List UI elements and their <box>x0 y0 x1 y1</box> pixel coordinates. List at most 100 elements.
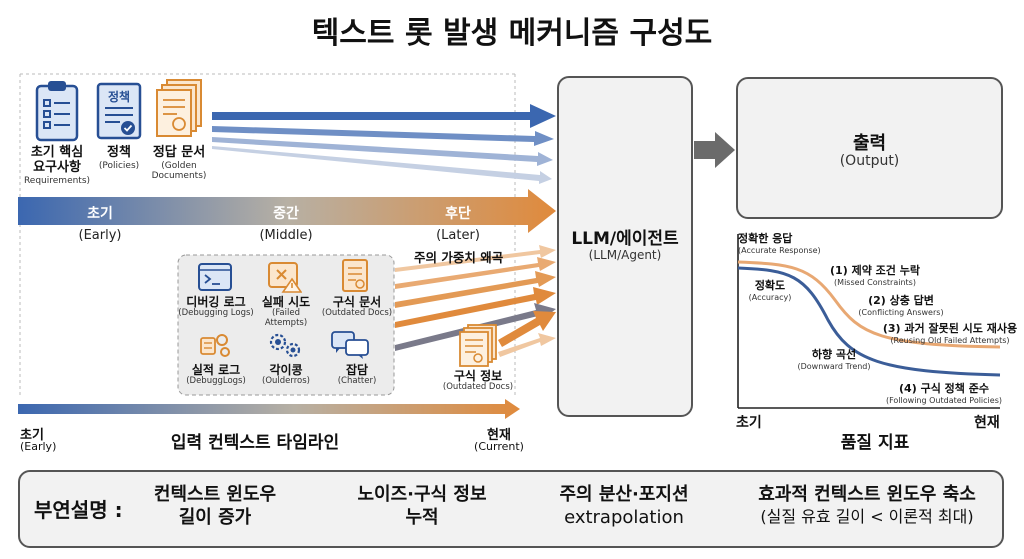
outdated-info-title: 구식 정보 <box>453 369 503 383</box>
ouldererros-label: 각이콩 (Oulderros) <box>250 363 322 387</box>
policies-label: 정책 (Policies) <box>88 145 150 171</box>
terminal-icon <box>198 263 232 291</box>
noise-arrow-6 <box>498 311 556 347</box>
golden-docs-sub: (Golden Documents) <box>151 160 207 182</box>
timeline-end-sub: (Current) <box>474 440 524 453</box>
gears-icon <box>266 330 304 360</box>
stage-middle-label: 중간 <box>273 206 299 222</box>
failed-attempts-sub: (Failed Attempts) <box>264 308 308 328</box>
missed-constraints-title: (1) 제약 조건 누락 <box>830 264 920 277</box>
conflicting-answers-sub: (Conflicting Answers) <box>858 308 944 317</box>
debugg-logs-title: 실적 로그 <box>191 363 241 377</box>
chatter-label: 잡담 (Chatter) <box>320 363 394 387</box>
outdated-info-sub: (Outdated Docs) <box>442 382 514 393</box>
accurate-response-title: 정확한 응답 <box>738 232 793 245</box>
quality-curve-orange <box>737 260 1001 349</box>
timeline-start-label: 초기 <box>20 428 44 443</box>
timeline-start-sub: (Early) <box>20 440 57 453</box>
failed-attempts-title: 실패 시도 <box>261 295 311 309</box>
quality-x-start: 초기 <box>736 415 762 431</box>
explanation-step-2-line1: 노이즈·구식 정보 <box>357 484 487 505</box>
debugg-logs-sub: (DebuggLogs) <box>186 376 246 387</box>
policy-document-icon <box>96 82 142 140</box>
downward-trend-sub: (Downward Trend) <box>797 362 871 371</box>
reusing-failed-attempts-title: (3) 과거 잘못된 시도 재사용 <box>882 322 1018 335</box>
timeline-title: 입력 컨텍스트 타임라인 <box>170 433 340 453</box>
golden-documents-icon <box>155 78 205 140</box>
llm-agent-sub: (LLM/Agent) <box>588 248 662 262</box>
flow-arrow-golden <box>212 137 553 166</box>
flow-arrow-faint <box>212 146 552 184</box>
clipboard-icon <box>33 80 81 142</box>
golden-docs-label: 정답 문서 (Golden Documents) <box>146 145 212 182</box>
requirements-title: 초기 핵심 요구사항 <box>30 145 84 175</box>
stage-later-sub: (Later) <box>436 228 480 243</box>
chat-bubbles-icon <box>330 330 370 360</box>
debugg-logs-label: 실적 로그 (DebuggLogs) <box>178 363 254 387</box>
output-box: 출력 (Output) <box>736 77 1003 219</box>
explanation-step-4-line1: 효과적 컨텍스트 윈도우 축소 <box>758 484 976 505</box>
diagram-title: 텍스트 롯 발생 메커니즘 구성도 <box>311 16 713 51</box>
timeline-end-label: 현재 <box>487 428 511 443</box>
accuracy-sub: (Accuracy) <box>748 293 792 302</box>
accuracy-label: 정확도 (Accuracy) <box>742 277 798 302</box>
explanation-step-1-line1: 컨텍스트 윈도우 <box>153 484 277 505</box>
conflicting-answers-title: (2) 상충 답변 <box>868 294 934 307</box>
stage-later-label: 후단 <box>445 206 471 222</box>
outdated-info-stack-icon <box>458 324 498 368</box>
explanation-box: 부연설명 : 컨텍스트 윈도우 길이 증가 노이즈·구식 정보 누적 주의 분산… <box>18 470 1004 548</box>
accurate-response-label: 정확한 응답 (Accurate Response) <box>738 230 821 255</box>
explanation-step-3-line2: extrapolation <box>564 506 684 528</box>
noise-arrow-2 <box>395 257 556 289</box>
outdated-policies-title: (4) 구식 정책 준수 <box>899 382 989 395</box>
debug-logs-label: 디버깅 로그 (Debugging Logs) <box>178 295 254 319</box>
requirements-sub: Requirements) <box>23 175 91 186</box>
chatter-title: 잡담 <box>345 363 369 377</box>
llm-agent-title: LLM/에이전트 <box>571 229 679 249</box>
policies-sub: (Policies) <box>98 160 140 171</box>
quality-x-end: 현재 <box>974 415 1000 431</box>
stage-early-label: 초기 <box>87 206 113 222</box>
downward-trend-label: 하향 곡선 (Downward Trend) <box>795 346 873 371</box>
policies-title: 정책 <box>107 145 131 160</box>
ouldererros-sub: (Oulderros) <box>262 376 310 387</box>
stage-bar <box>18 189 556 233</box>
explanation-step-1-line2: 길이 증가 <box>178 506 252 528</box>
accuracy-title: 정확도 <box>754 279 786 292</box>
failed-attempts-label: 실패 시도 (Failed Attempts) <box>250 295 322 328</box>
stage-early-sub: (Early) <box>78 228 122 243</box>
noise-arrow-1 <box>395 245 556 272</box>
debug-logs-sub: (Debugging Logs) <box>178 308 254 319</box>
outdated-document-icon <box>342 259 370 293</box>
chatter-sub: (Chatter) <box>337 376 377 387</box>
explanation-step-1: 컨텍스트 윈도우 길이 증가 <box>130 484 300 529</box>
policy-badge-text: 정책 <box>107 90 131 104</box>
missed-constraints-label: (1) 제약 조건 누락 (Missed Constraints) <box>820 262 930 287</box>
reusing-failed-attempts-sub: (Reusing Old Failed Attempts) <box>890 336 1010 345</box>
explanation-step-3: 주의 분산·포지션 extrapolation <box>538 484 710 529</box>
output-sub: (Output) <box>839 153 900 169</box>
noise-arrow-7 <box>498 333 556 357</box>
outdated-docs-title: 구식 문서 <box>332 295 382 309</box>
explanation-step-4: 효과적 컨텍스트 윈도우 축소 (실질 유효 길이 < 이론적 최대) <box>742 484 992 527</box>
timeline-bar <box>18 399 520 419</box>
golden-docs-title: 정답 문서 <box>152 145 206 160</box>
noise-arrow-4 <box>395 287 556 328</box>
outdated-policies-label: (4) 구식 정책 준수 (Following Outdated Policie… <box>880 380 1008 405</box>
explanation-step-4-line2: (실질 유효 길이 < 이론적 최대) <box>760 506 974 526</box>
ouldererros-title: 각이콩 <box>269 363 303 377</box>
explanation-heading: 부연설명 : <box>34 498 123 522</box>
explanation-step-2: 노이즈·구식 정보 누적 <box>338 484 506 529</box>
reusing-failed-attempts-label: (3) 과거 잘못된 시도 재사용 (Reusing Old Failed At… <box>876 320 1024 345</box>
llm-to-output-arrow <box>694 132 735 168</box>
error-window-icon <box>268 261 303 293</box>
debug-gear-icon <box>198 330 232 360</box>
downward-trend-title: 하향 곡선 <box>811 348 857 361</box>
explanation-step-2-line2: 누적 <box>405 506 439 528</box>
requirements-label: 초기 핵심 요구사항 Requirements) <box>18 145 96 186</box>
llm-agent-box: LLM/에이전트 (LLM/Agent) <box>557 76 693 417</box>
missed-constraints-sub: (Missed Constraints) <box>834 278 916 287</box>
stage-middle-sub: (Middle) <box>259 228 313 243</box>
outdated-docs-label: 구식 문서 (Outdated Docs) <box>320 295 394 319</box>
